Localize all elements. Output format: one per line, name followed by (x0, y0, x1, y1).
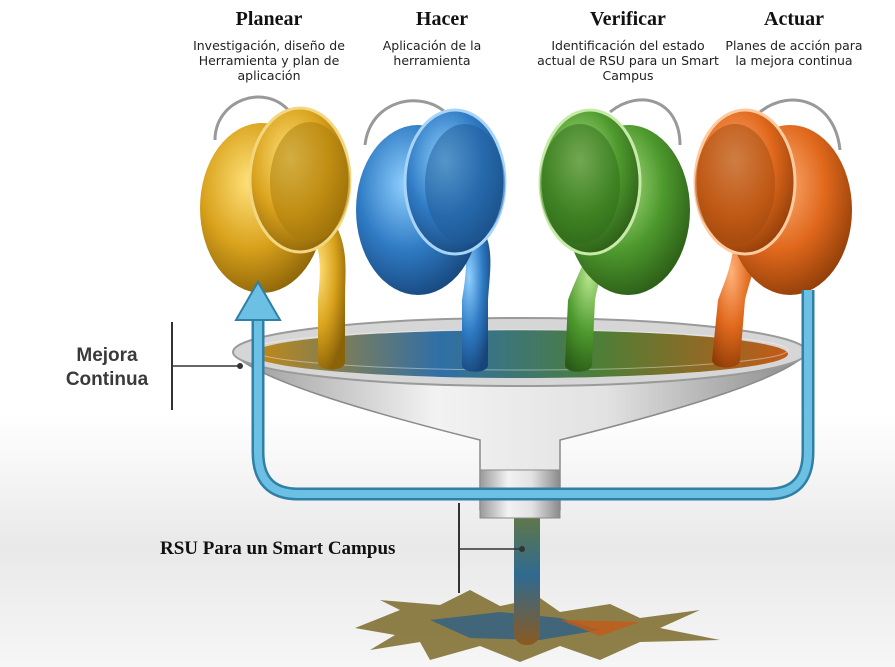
bucket-actuar (693, 98, 852, 295)
stage-title-hacer: Hacer (415, 8, 469, 30)
bucket-planear (200, 95, 352, 293)
stage-desc-planear: Investigación, diseño de Herramienta y p… (193, 38, 345, 83)
stage-desc-verificar: Identificación del estado actual de RSU … (537, 38, 719, 83)
output-label-bracket (458, 503, 460, 593)
stream-planear (300, 215, 346, 370)
stage-title-planear: Planear (235, 8, 303, 30)
stage-title-actuar: Actuar (764, 8, 824, 30)
bucket-hacer (356, 99, 507, 295)
output-label: RSU Para un Smart Campus (160, 538, 396, 559)
bucket-verificar (538, 98, 690, 295)
stage-desc-actuar: Planes de acción para la mejora continua (725, 38, 863, 68)
cycle-leader-dot (237, 363, 243, 369)
cycle-label-bracket (171, 322, 173, 410)
cycle-label: Mejora Continua (65, 345, 149, 390)
output-leader-dot (519, 546, 525, 552)
output-stream (514, 505, 540, 645)
stage-title-verificar: Verificar (590, 8, 666, 30)
stage-desc-hacer: Aplicación de la herramienta (382, 38, 482, 68)
stream-hacer (455, 225, 491, 372)
cycle-arrow (234, 280, 815, 501)
stream-verificar (565, 225, 625, 372)
